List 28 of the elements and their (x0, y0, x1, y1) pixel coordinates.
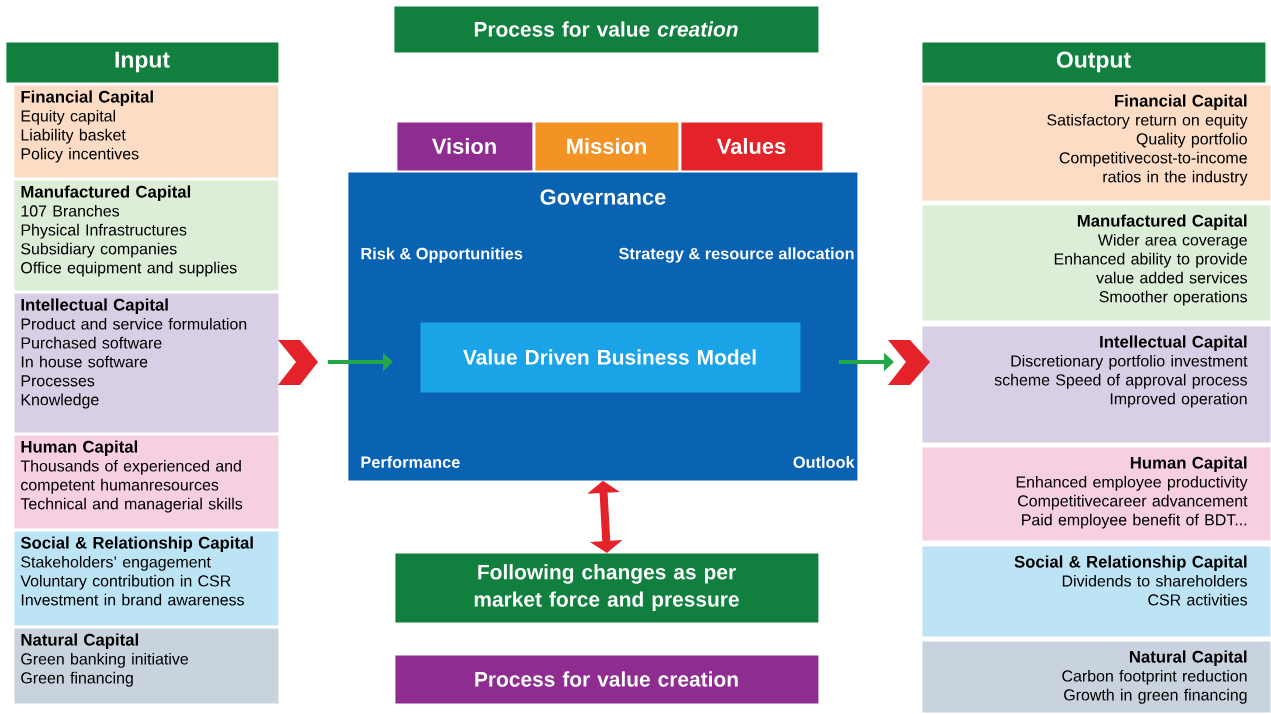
capital-box: Natural Capital Green banking initiative Green financing (14, 628, 279, 704)
section-label: Strategy & resource allocation (619, 247, 854, 263)
label-tab: Mission (535, 122, 679, 171)
capital-box: Manufactured Capital Wider area coverage Enhanced ability to provide value added services Smoother operations (922, 205, 1271, 321)
arrow (838, 340, 930, 385)
section-label: Outlook (793, 456, 855, 468)
capital-box: Human Capital Enhanced employee productivity Competitivecareer advancement Paid employee benefit of BDT... (922, 447, 1271, 541)
column-header: Output (922, 42, 1266, 83)
column-header: Input (6, 42, 279, 83)
capital-box: Intellectual Capital Discretionary portfolio investment scheme Speed of approval process Improved operation (922, 326, 1271, 443)
capital-box: Social & Relationship Capital Stakeholders’ engagement Voluntary contribution in CSR Investment in brand awareness (14, 531, 279, 626)
capital-box: Intellectual Capital Product and service formulation Purchased software In house software Processes Knowledge (14, 293, 279, 433)
arrow (278, 340, 393, 385)
title-banner: Process for value creation (394, 6, 819, 53)
label-tab: Values (681, 122, 823, 171)
capital-box: Financial Capital Satisfactory return on equity Quality portfolio Competitivecost-to-income ratios in the industry (922, 85, 1271, 201)
capital-box: Financial Capital Equity capital Liability basket Policy incentives (14, 85, 279, 178)
label-tab: Vision (397, 122, 533, 171)
capital-box: Manufactured Capital 107 Branches Physical Infrastructures Subsidiary companies Office equipment and supplies (14, 180, 279, 291)
section-label: Risk & Opportunities (361, 247, 523, 263)
section-label: Performance (361, 456, 460, 468)
title-banner: Process for value creation (395, 655, 819, 704)
capital-box: Human Capital Thousands of experienced and competent humanresources Technical and managerial skills (14, 435, 279, 529)
section-label: Governance (540, 189, 666, 205)
capital-box: Natural Capital Carbon footprint reduction Growth in green financing (922, 641, 1271, 713)
capital-box: Social & Relationship Capital Dividends to shareholders CSR activities (922, 546, 1271, 637)
model-box: Value Driven Business Model (420, 322, 801, 393)
title-banner: Following changes as per market force and pressure (395, 553, 819, 623)
